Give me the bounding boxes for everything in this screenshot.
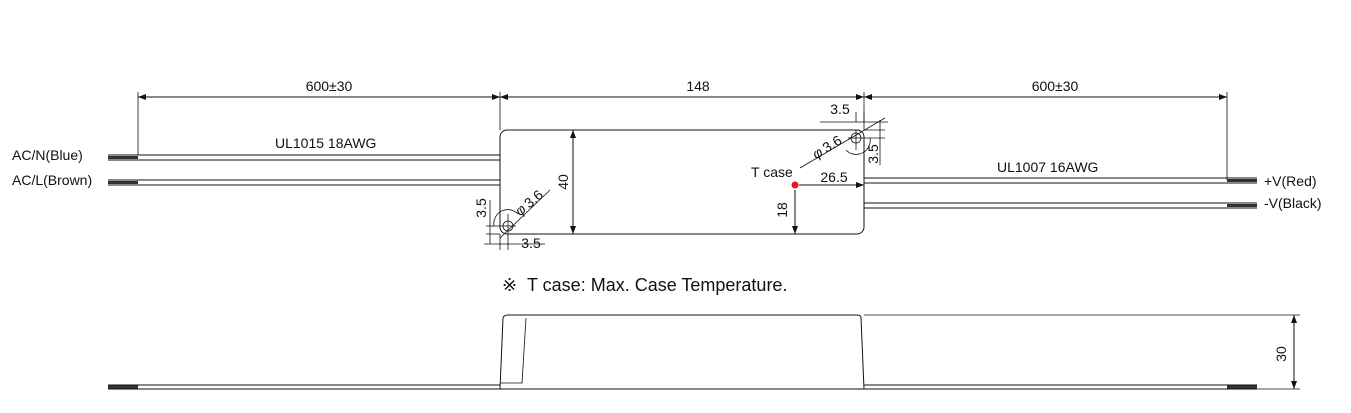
tcase-dot <box>791 181 799 189</box>
hole-dia-top-label: 3.6 <box>819 132 844 156</box>
hole-offset-right-label: 3.5 <box>865 144 881 164</box>
note-mark: ※ <box>502 275 517 295</box>
minus-v-label: -V(Black) <box>1264 195 1322 211</box>
body-height-label: 40 <box>555 174 571 190</box>
tcase-label: T case <box>751 164 793 180</box>
dimension-right-wire: 600±30 <box>864 78 1228 180</box>
dimension-body-height: 40 <box>555 130 576 234</box>
hole-dia-bottom-label: 3.6 <box>521 186 546 211</box>
right-wire-length-label: 600±30 <box>1032 78 1079 94</box>
input-cable-label: UL1015 18AWG <box>275 135 376 151</box>
dimension-side-height: 30 <box>864 314 1300 390</box>
body-length-label: 148 <box>686 78 710 94</box>
left-wire-length-label: 600±30 <box>306 78 353 94</box>
ac-l-label: AC/L(Brown) <box>12 172 92 188</box>
plus-v-label: +V(Red) <box>1264 173 1317 189</box>
output-wires <box>864 177 1257 209</box>
tcase-y-label: 18 <box>774 202 790 218</box>
ac-n-label: AC/N(Blue) <box>12 147 83 163</box>
tcase-marker: T case 26.5 18 <box>751 164 864 234</box>
side-height-label: 30 <box>1273 346 1289 362</box>
hole-offset-left-label: 3.5 <box>473 198 489 218</box>
hole-offset-bottom-label: 3.5 <box>521 235 541 251</box>
output-cable-label: UL1007 16AWG <box>997 159 1098 175</box>
housing-side-view <box>108 314 1257 390</box>
dimension-body-length: 148 <box>499 78 865 130</box>
mounting-hole-bottom-left: 3.5 3.5 φ 3.6 <box>473 186 551 251</box>
hole-offset-top-label: 3.5 <box>830 101 850 117</box>
mounting-hole-top-right: 3.5 3.5 φ 3.6 <box>799 101 888 169</box>
housing-top-view <box>499 129 865 235</box>
input-wires <box>108 154 500 186</box>
tcase-note: T case: Max. Case Temperature. <box>527 275 787 295</box>
dimension-left-wire: 600±30 <box>137 78 500 155</box>
tcase-x-label: 26.5 <box>820 169 847 185</box>
